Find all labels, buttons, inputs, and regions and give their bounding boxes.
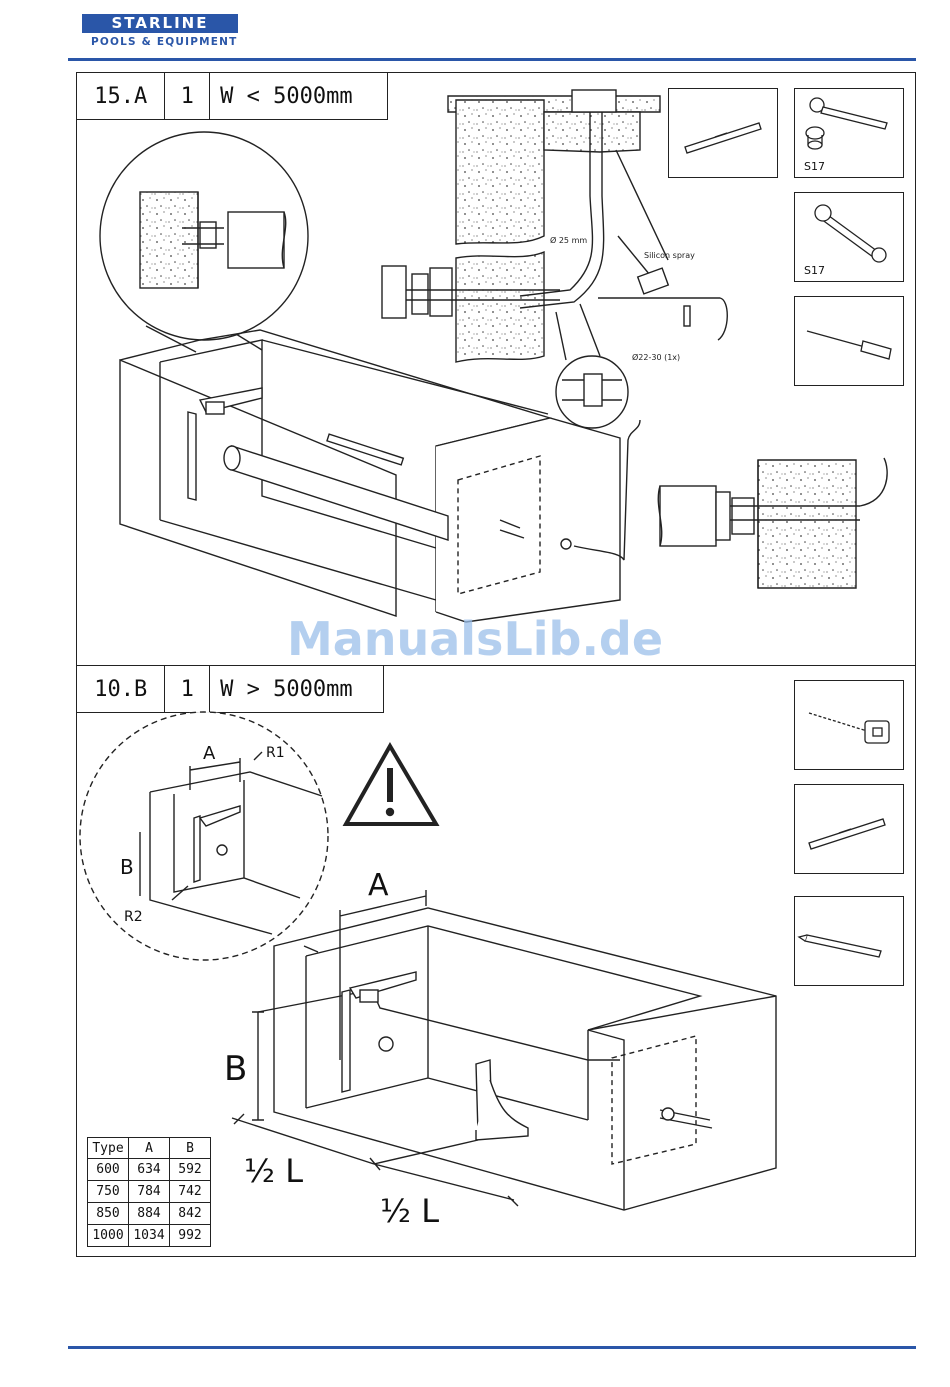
table-header-type: Type: [88, 1138, 129, 1159]
dim-half-l-left: ½ L: [244, 1152, 303, 1190]
table-cell: 742: [170, 1181, 211, 1203]
table-cell: 1000: [88, 1225, 129, 1247]
table-cell: 592: [170, 1159, 211, 1181]
tool-tape-measure: [794, 680, 904, 770]
table-row: 1000 1034 992: [88, 1225, 211, 1247]
dimension-table: Type A B 600 634 592 750 784 742 850 884…: [87, 1137, 211, 1247]
table-cell: 842: [170, 1203, 211, 1225]
tool-spirit-level-b: [794, 784, 904, 874]
table-cell: 992: [170, 1225, 211, 1247]
dim-a-small: A: [203, 743, 216, 764]
table-cell: 750: [88, 1181, 129, 1203]
pencil-icon: [795, 897, 903, 985]
spirit-level-icon: [795, 785, 903, 873]
tape-measure-icon: [795, 681, 903, 769]
table-cell: 634: [129, 1159, 170, 1181]
footer-rule: [68, 1346, 916, 1349]
dim-r2: R2: [124, 909, 143, 925]
table-header-a: A: [129, 1138, 170, 1159]
table-cell: 1034: [129, 1225, 170, 1247]
dim-b-large: B: [224, 1049, 247, 1089]
dim-half-l-right: ½ L: [380, 1192, 439, 1230]
table-cell: 884: [129, 1203, 170, 1225]
table-header-b: B: [170, 1138, 211, 1159]
dim-b-small: B: [120, 855, 134, 879]
dim-a-large: A: [368, 868, 389, 903]
table-row: 750 784 742: [88, 1181, 211, 1203]
table-cell: 850: [88, 1203, 129, 1225]
table-header-row: Type A B: [88, 1138, 211, 1159]
tool-pencil: [794, 896, 904, 986]
dim-r1: R1: [266, 745, 285, 761]
table-row: 850 884 842: [88, 1203, 211, 1225]
table-cell: 784: [129, 1181, 170, 1203]
table-row: 600 634 592: [88, 1159, 211, 1181]
table-cell: 600: [88, 1159, 129, 1181]
